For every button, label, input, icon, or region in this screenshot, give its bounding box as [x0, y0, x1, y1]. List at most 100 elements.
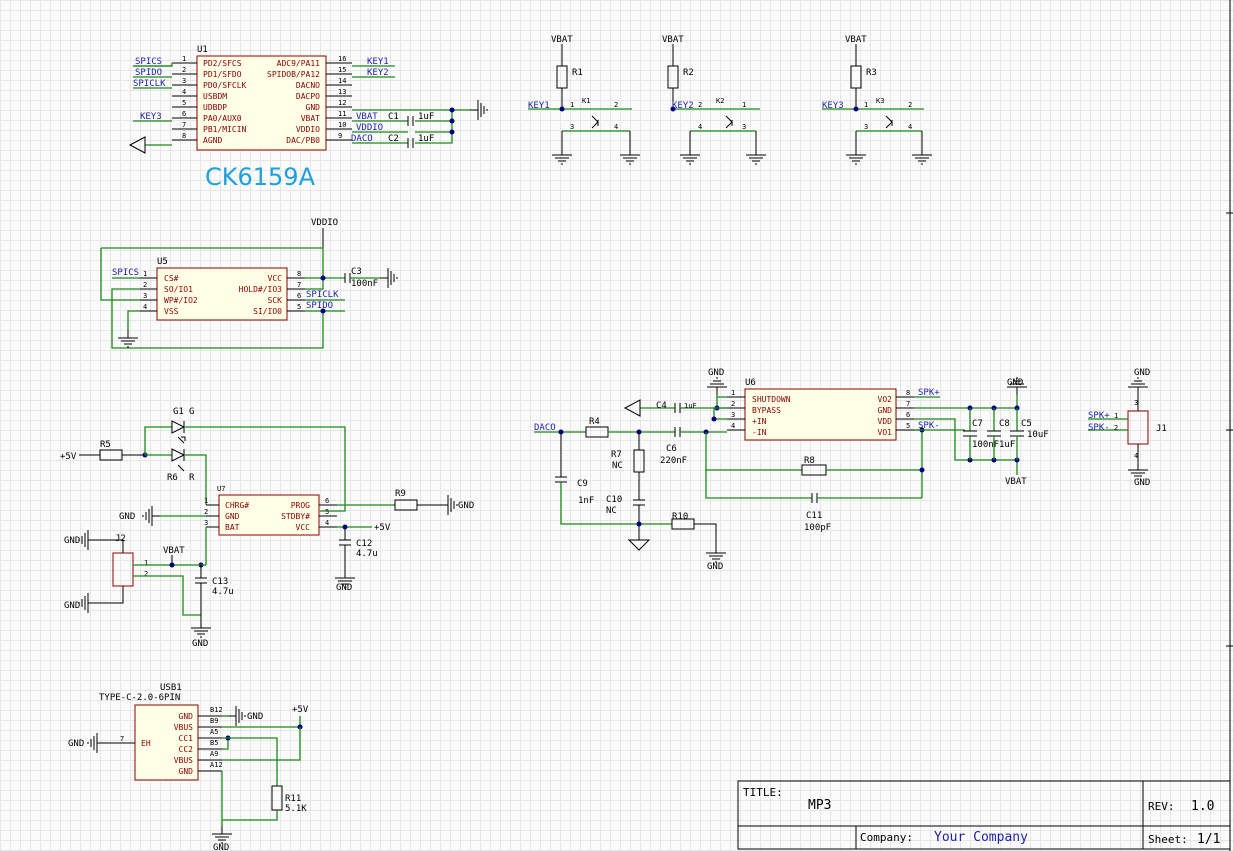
- u7-pin-num: 4: [325, 519, 329, 527]
- u1-pin-name: VDDIO: [296, 125, 320, 134]
- u5-pin-name: VSS: [164, 307, 179, 316]
- u6-pin-num: 6: [906, 411, 910, 419]
- u1-pin-num: 12: [338, 99, 346, 107]
- c12-ref: C12: [356, 539, 372, 549]
- vbat-label: VBAT: [551, 35, 573, 45]
- usb-part: TYPE-C-2.0-6PIN: [99, 693, 180, 703]
- c13-value: 4.7u: [212, 587, 234, 597]
- sheet-border: [1226, 0, 1233, 851]
- u1-pin-name: DACPO: [296, 92, 320, 101]
- usb-pin-num: A12: [210, 761, 223, 769]
- u1-pin-num: 1: [182, 55, 186, 63]
- gnd-label: GND: [1007, 378, 1023, 388]
- c10-value: NC: [606, 506, 617, 516]
- net-label: DACO: [534, 423, 556, 433]
- r1-ref: R1: [572, 68, 583, 78]
- u1-pin-num: 10: [338, 121, 346, 129]
- c8-ref: C8: [999, 419, 1010, 429]
- title-block: TITLE: MP3 REV: 1.0 Company: Your Compan…: [737, 780, 1231, 850]
- c5-value: 10uF: [1027, 430, 1049, 440]
- c9-value: 1nF: [578, 496, 594, 506]
- u7-pin-name: STDBY#: [281, 512, 310, 521]
- r5-ref: R5: [100, 440, 111, 450]
- u5-pin-num: 5: [297, 303, 301, 311]
- net-label: KEY3: [822, 101, 844, 111]
- usb-pin-name: VBUS: [174, 756, 193, 765]
- gnd-label: GND: [64, 536, 80, 546]
- sheet-number: 1/1: [1197, 832, 1220, 847]
- net-label: SPIDO: [135, 68, 162, 78]
- net-label: SPICLK: [133, 79, 166, 89]
- sw-pin: 2: [698, 101, 702, 109]
- gnd-label: GND: [247, 712, 263, 722]
- usb-pin-name: VBUS: [174, 723, 193, 732]
- sw-pin: 1: [864, 101, 868, 109]
- net-label: SPK-: [918, 421, 940, 431]
- net-label: SPK+: [1088, 411, 1110, 421]
- c13-ref: C13: [212, 577, 228, 587]
- k1-ref: K1: [582, 97, 590, 105]
- u1-pin-num: 4: [182, 88, 186, 96]
- k2-ref: K2: [716, 97, 724, 105]
- key1-circuit: VBAT R1 KEY1 1 2 K1 3 4: [528, 35, 641, 165]
- sw-pin: 2: [614, 101, 618, 109]
- g-label: G: [189, 407, 194, 417]
- u5-pin-name: CS#: [164, 274, 179, 283]
- c12-value: 4.7u: [356, 549, 378, 559]
- r6-ref: R6: [167, 473, 178, 483]
- u1-pin-name: PD0/SFCLK: [203, 81, 247, 90]
- u7-ref: U7: [217, 485, 225, 493]
- usb-pin-name: CC1: [179, 734, 194, 743]
- u1-pin-num: 7: [182, 121, 186, 129]
- u6-pin-num: 3: [731, 411, 735, 419]
- company-label: Company:: [860, 831, 913, 844]
- u6-ref: U6: [745, 378, 756, 388]
- u1-pin-num: 11: [338, 110, 346, 118]
- u1-right-pins: 16 ADC9/PA11 15 SPIDOB/PA12 14 DACNO 13 …: [267, 55, 346, 145]
- gnd-label: GND: [458, 501, 474, 511]
- usb-pin-num: B12: [210, 706, 223, 714]
- u7-pin-name: CHRG#: [225, 501, 249, 510]
- net-label: SPK-: [1088, 423, 1110, 433]
- u6-pin-num: 2: [731, 400, 735, 408]
- k3-ref: K3: [876, 97, 884, 105]
- u7-pin-name: VCC: [296, 523, 311, 532]
- u1-pin-name: PA0/AUX0: [203, 114, 242, 123]
- c7-ref: C7: [972, 419, 983, 429]
- u1-pin-num: 2: [182, 66, 186, 74]
- j1-ref: J1: [1156, 424, 1167, 434]
- r11-value: 5.1K: [285, 804, 307, 814]
- c4-value: 1uF: [684, 402, 697, 410]
- net-label: SPIDO: [306, 301, 333, 311]
- c11-value: 100pF: [804, 523, 831, 533]
- r11-ref: R11: [285, 794, 301, 804]
- c2-value: 1uF: [418, 134, 434, 144]
- j1-pin: 1: [1114, 412, 1118, 420]
- company-name: Your Company: [934, 830, 1028, 845]
- amplifier-circuit: U6 1 SHUTDOWN 2 BYPASS 3 +IN 4 -IN 8 VO2…: [534, 368, 1049, 572]
- u1-pin-name: VBAT: [301, 114, 320, 123]
- u1-pin-name: DAC/PB0: [286, 136, 320, 145]
- net-label: VDDIO: [356, 123, 383, 133]
- r4-ref: R4: [589, 417, 600, 427]
- u1-pin-name: PD2/SFCS: [203, 59, 242, 68]
- u1-pin-num: 6: [182, 110, 186, 118]
- sheet-label: Sheet:: [1148, 833, 1188, 846]
- u1-pin-name: AGND: [203, 136, 222, 145]
- gnd-label: GND: [708, 368, 724, 378]
- net-label: SPK+: [918, 388, 940, 398]
- c11-ref: C11: [806, 511, 822, 521]
- gnd-label: GND: [707, 562, 723, 572]
- u5-wires: C3 100nF SPICS SPICLK SPIDO: [100, 247, 398, 349]
- usb-pin-num: B5: [210, 739, 218, 747]
- charger-circuit: +5V R5 G1 G R6 R U7 1 CHRG# 2 GND 3 BAT …: [60, 407, 474, 649]
- gnd-label: GND: [64, 601, 80, 611]
- sw-pin: 4: [614, 123, 618, 131]
- gnd-label: GND: [213, 843, 229, 851]
- u5-pin-name: SCK: [268, 296, 283, 305]
- r7-value: NC: [612, 461, 623, 471]
- u6-pin-name: +IN: [752, 417, 767, 426]
- gnd-label: GND: [192, 639, 208, 649]
